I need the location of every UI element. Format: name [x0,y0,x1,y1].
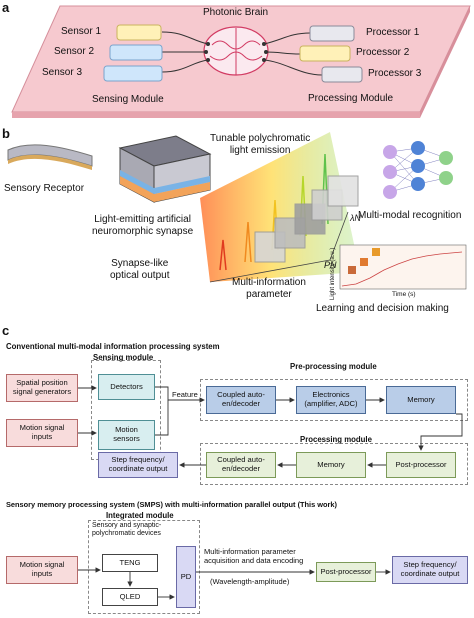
sensing-module-label: Sensing Module [92,94,164,105]
multi-info-label: Multi-information parameter [232,277,306,300]
processor-2-label: Processor 2 [356,47,410,58]
coupled-encoder-box-2: Coupled auto- en/decoder [206,452,276,478]
electronics-box: Electronics (amplifier, ADC) [296,386,366,414]
synapse-output-label: Synapse-like optical output [110,258,170,281]
sensor-3-label: Sensor 3 [42,67,83,78]
devices-label: Sensory and synaptic- polychromatic devi… [92,522,162,538]
panel-letter-b: b [2,126,10,141]
sensing-module-title: Sensing module [93,353,154,362]
step-output-box-1: Step frequency/ coordinate output [98,452,178,478]
learning-label: Learning and decision making [316,303,449,314]
spatial-generators-box: Spatial position signal generators [6,374,78,402]
wavelength-amplitude-label: (Wavelength-amplitude) [210,577,290,586]
preprocessing-module-title: Pre-processing module [290,362,377,371]
post-processor-box-2: Post-processor [316,562,376,582]
sensory-receptor-label: Sensory Receptor [4,183,85,194]
integrated-module-title: Integrated module [106,511,174,520]
panel-letter-c: c [2,323,10,338]
brain-icon [203,26,269,76]
feature-label: Feature [172,390,198,399]
lambda-n-label: λN [350,213,361,223]
processor-1-label: Processor 1 [366,27,420,38]
teng-box: TENG [102,554,158,572]
processing-module-label: Processing Module [308,93,394,104]
tunable-emission-label: Tunable polychromatic light emission [210,133,311,156]
memory-box-1: Memory [386,386,456,414]
motion-sensors-box: Motion sensors [98,420,155,450]
processing-module-title: Processing module [300,435,372,444]
multimodal-label: Multi-modal recognition [358,210,462,221]
processor-3-label: Processor 3 [368,68,422,79]
memory-box-2: Memory [296,452,366,478]
motion-inputs-box: Motion signal inputs [6,419,78,447]
coupled-encoder-box-1: Coupled auto- en/decoder [206,386,276,414]
step-output-box-2: Step frequency/ coordinate output [392,556,468,584]
processing-module-frame [200,443,468,485]
synapse-label: Light-emitting artificial neuromorphic s… [92,214,194,237]
photonic-brain-title: Photonic Brain [203,7,269,18]
conventional-system-title: Conventional multi-modal information pro… [6,342,220,351]
post-processor-box-1: Post-processor [386,452,456,478]
qled-box: QLED [102,588,158,606]
smps-title: Sensory memory processing system (SMPS) … [6,500,337,509]
time-label: Time (s) [392,291,416,298]
p-n-label: PN [324,260,337,270]
pd-box: PD [176,546,196,608]
sensor-1-label: Sensor 1 [61,26,102,37]
motion-inputs-box-2: Motion signal inputs [6,556,78,584]
sensor-2-label: Sensor 2 [54,46,95,57]
acquisition-label: Multi-information parameter acquisition … [204,547,304,565]
integrated-module-frame [88,520,200,614]
panel-letter-a: a [2,0,10,15]
detectors-box: Detectors [98,374,155,400]
